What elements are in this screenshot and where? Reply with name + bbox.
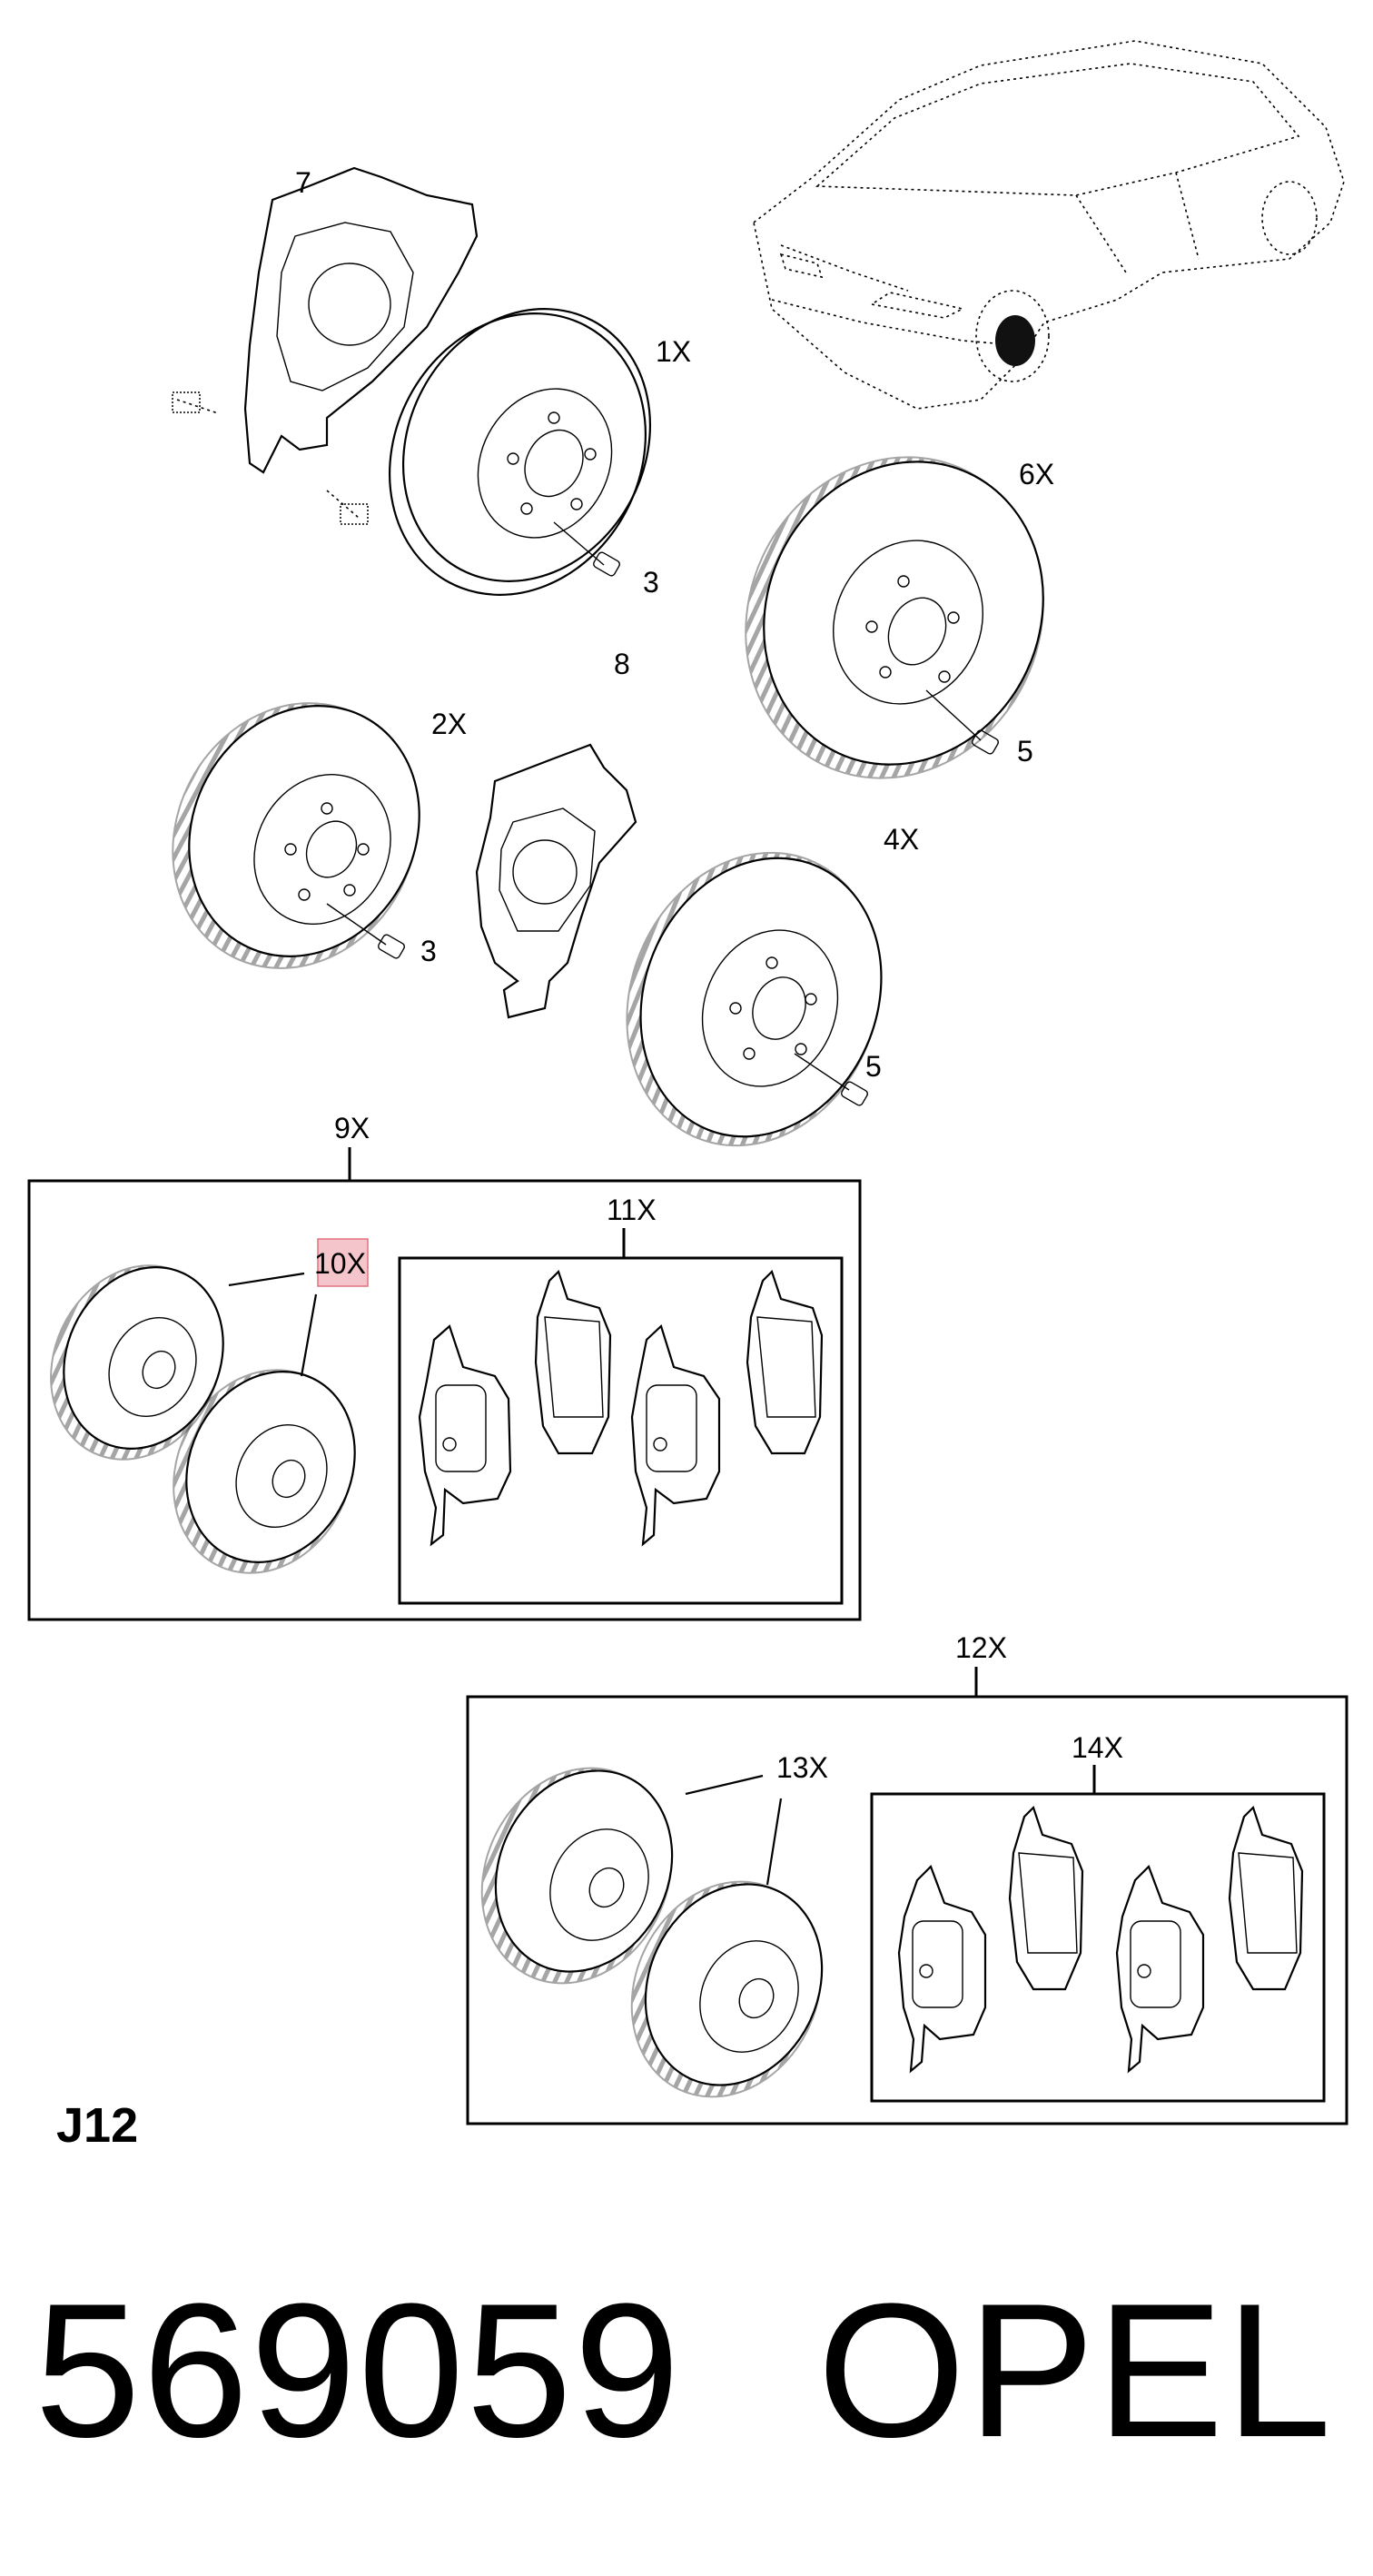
label-8: 8	[614, 648, 630, 680]
label-2: 2X	[431, 708, 467, 740]
label-11: 11X	[607, 1194, 657, 1226]
label-13: 13X	[776, 1751, 828, 1784]
label-3a: 3	[643, 566, 659, 599]
brake-pad-11a	[418, 1324, 512, 1547]
label-12: 12X	[955, 1631, 1007, 1664]
dust-shield-7	[172, 166, 479, 525]
brake-pad-14c	[1115, 1865, 1205, 2074]
kit-12-frame	[466, 1695, 1348, 2125]
brake-pad-14a	[897, 1865, 987, 2074]
label-4: 4X	[884, 823, 919, 856]
brake-disc-1	[389, 308, 652, 596]
brake-pad-14b	[1008, 1805, 1084, 1991]
label-10: 10X	[314, 1247, 366, 1280]
kit-box-9: 9X 10X 11X	[27, 1112, 862, 1621]
label-5b: 5	[865, 1050, 882, 1083]
brake-pad-14d	[1228, 1805, 1304, 1991]
brake-pad-11b	[534, 1269, 612, 1455]
kit-box-12: 12X 13X 14X	[466, 1631, 1348, 2125]
brake-pad-11d	[746, 1269, 824, 1455]
dust-shield-8	[475, 743, 637, 1019]
brand-name: OPEL	[817, 2264, 1334, 2477]
kit-9-frame	[27, 1179, 862, 1621]
label-6: 6X	[1019, 458, 1054, 490]
label-14: 14X	[1072, 1731, 1123, 1764]
page-code: J12	[56, 2098, 138, 2153]
brake-disc-2	[172, 702, 420, 969]
kit-11-frame	[398, 1256, 844, 1605]
label-9: 9X	[334, 1112, 370, 1144]
label-1: 1X	[656, 335, 691, 368]
label-3b: 3	[420, 935, 437, 967]
car-illustration	[753, 40, 1345, 410]
kit-14-frame	[870, 1792, 1326, 2103]
label-7: 7	[295, 166, 311, 199]
brake-disc-6	[745, 456, 1044, 779]
brake-pad-11c	[630, 1323, 721, 1547]
highlight-10	[317, 1238, 369, 1287]
label-5a: 5	[1017, 735, 1033, 768]
brake-disc-4	[626, 851, 883, 1147]
part-number: 569059	[35, 2264, 682, 2477]
